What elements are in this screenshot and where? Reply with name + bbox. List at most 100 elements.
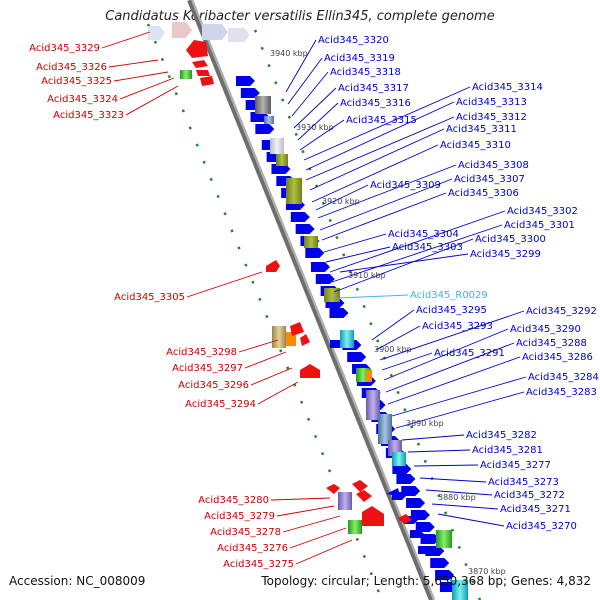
kbp-label: 3900 kbp <box>374 345 412 354</box>
label-leader-line <box>431 503 499 510</box>
label-leader-line <box>244 351 287 369</box>
label-leader-line <box>295 539 353 565</box>
reverse-gene-label[interactable]: Acid345_3326 <box>36 62 107 73</box>
reverse-gene-label[interactable]: Acid345_3305 <box>114 292 185 303</box>
reverse-gene-label[interactable]: Acid345_3294 <box>185 399 256 410</box>
reverse-gene-label[interactable]: Acid345_3298 <box>166 347 237 358</box>
forward-gene-label[interactable]: Acid345_3303 <box>392 242 463 253</box>
label-leader-line <box>238 339 279 353</box>
label-leader-line <box>337 294 409 299</box>
forward-gene-label[interactable]: Acid345_3308 <box>458 160 529 171</box>
forward-gene-label[interactable]: Acid345_3314 <box>472 82 543 93</box>
reverse-gene <box>290 322 304 336</box>
reverse-gene-label[interactable]: Acid345_3280 <box>198 495 269 506</box>
forward-gene-label[interactable]: Acid345_3300 <box>475 234 546 245</box>
forward-gene-label[interactable]: Acid345_3320 <box>318 35 389 46</box>
domain-block <box>392 452 406 466</box>
forward-gene-label[interactable]: Acid345_3304 <box>388 229 459 240</box>
forward-gene-label[interactable]: Acid345_3270 <box>506 521 577 532</box>
reverse-gene-label[interactable]: Acid345_3324 <box>47 94 118 105</box>
forward-gene-label[interactable]: Acid345_3291 <box>434 348 505 359</box>
forward-gene-arrow <box>329 308 349 318</box>
label-leader-line <box>119 77 175 100</box>
forward-gene-label[interactable]: Acid345_3311 <box>446 124 517 135</box>
reverse-gene <box>192 60 208 68</box>
forward-gene-label[interactable]: Acid345_R0029 <box>410 290 488 301</box>
label-leader-line <box>250 367 293 386</box>
forward-gene-label[interactable]: Acid345_3286 <box>522 352 593 363</box>
label-leader-line <box>385 342 515 393</box>
reverse-gene-label[interactable]: Acid345_3275 <box>223 559 294 570</box>
forward-gene-label[interactable]: Acid345_3301 <box>504 220 575 231</box>
reverse-gene-label[interactable]: Acid345_3297 <box>172 363 243 374</box>
reverse-gene-track <box>266 260 412 526</box>
domain-block <box>338 492 352 510</box>
reverse-gene-label[interactable]: Acid345_3323 <box>53 110 124 121</box>
reverse-gene <box>356 490 372 502</box>
label-leader-line <box>297 102 339 141</box>
forward-gene-label[interactable]: Acid345_3302 <box>507 206 578 217</box>
reverse-gene <box>196 70 210 76</box>
forward-gene-label[interactable]: Acid345_3293 <box>422 321 493 332</box>
forward-gene-label[interactable]: Acid345_3319 <box>324 53 395 64</box>
label-leader-line <box>293 87 337 129</box>
forward-gene-label[interactable]: Acid345_3307 <box>454 174 525 185</box>
forward-gene-label[interactable]: Acid345_3316 <box>340 98 411 109</box>
forward-gene-label[interactable]: Acid345_3284 <box>528 372 599 383</box>
domain-block <box>272 326 286 348</box>
forward-gene-label[interactable]: Acid345_3317 <box>338 83 409 94</box>
forward-gene-label[interactable]: Acid345_3306 <box>448 188 519 199</box>
reverse-gene-label[interactable]: Acid345_3325 <box>41 76 112 87</box>
forward-gene-label[interactable]: Acid345_3318 <box>330 67 401 78</box>
forward-gene-label[interactable]: Acid345_3295 <box>416 305 487 316</box>
forward-gene-label[interactable]: Acid345_3310 <box>440 140 511 151</box>
reverse-gene <box>200 76 214 86</box>
forward-gene-arrow <box>295 224 315 234</box>
genome-backbone <box>187 0 435 600</box>
reverse-gene <box>398 514 412 524</box>
forward-gene-label[interactable]: Acid345_3282 <box>466 430 537 441</box>
forward-gene-arrow <box>255 124 275 134</box>
map-title: Candidatus Koribacter versatilis Ellin34… <box>105 9 495 24</box>
label-leader-line <box>379 310 525 361</box>
label-leader-line <box>125 85 179 116</box>
forward-gene-label[interactable]: Acid345_3272 <box>494 490 565 501</box>
reverse-gene-label[interactable]: Acid345_3296 <box>178 380 249 391</box>
forward-gene-label[interactable]: Acid345_3312 <box>456 112 527 123</box>
forward-gene-label[interactable]: Acid345_3299 <box>470 249 541 260</box>
label-leader-line <box>323 233 387 253</box>
label-leader-line <box>108 59 159 68</box>
forward-gene-label[interactable]: Acid345_3290 <box>510 324 581 335</box>
forward-gene-label[interactable]: Acid345_3281 <box>472 445 543 456</box>
forward-gene-arrow <box>305 248 325 258</box>
domain-block <box>378 414 392 444</box>
reverse-gene-label[interactable]: Acid345_3278 <box>210 527 281 538</box>
forward-gene-arrow <box>392 464 412 474</box>
forward-gene-label[interactable]: Acid345_3273 <box>488 477 559 488</box>
reverse-gene-label[interactable]: Acid345_3329 <box>29 43 100 54</box>
label-leader-line <box>333 238 474 293</box>
forward-gene-label[interactable]: Acid345_3288 <box>516 338 587 349</box>
forward-gene-label[interactable]: Acid345_3277 <box>480 460 551 471</box>
forward-gene-label[interactable]: Acid345_3313 <box>456 97 527 108</box>
forward-gene-arrow <box>430 558 450 568</box>
rna-gene <box>180 70 192 79</box>
forward-gene-label[interactable]: Acid345_3309 <box>370 180 441 191</box>
forward-gene-arrow <box>406 498 426 508</box>
label-leader-line <box>305 101 455 171</box>
forward-gene-label[interactable]: Acid345_3283 <box>526 387 597 398</box>
reverse-gene <box>352 480 368 492</box>
reverse-gene-label[interactable]: Acid345_3276 <box>217 543 288 554</box>
kbp-label: 3870 kbp <box>468 567 506 576</box>
reverse-gene-label[interactable]: Acid345_3279 <box>204 511 275 522</box>
label-leader-line <box>303 86 471 161</box>
forward-gene-label[interactable]: Acid345_3271 <box>500 504 571 515</box>
forward-gene-label[interactable]: Acid345_3292 <box>526 306 597 317</box>
domain-block <box>452 580 468 600</box>
kbp-label: 3930 kbp <box>296 123 334 132</box>
forward-gene-label[interactable]: Acid345_3315 <box>346 115 417 126</box>
label-leader-line <box>319 178 453 231</box>
label-leader-line <box>299 119 345 151</box>
label-leader-line <box>381 352 433 371</box>
label-leader-line <box>425 489 493 496</box>
